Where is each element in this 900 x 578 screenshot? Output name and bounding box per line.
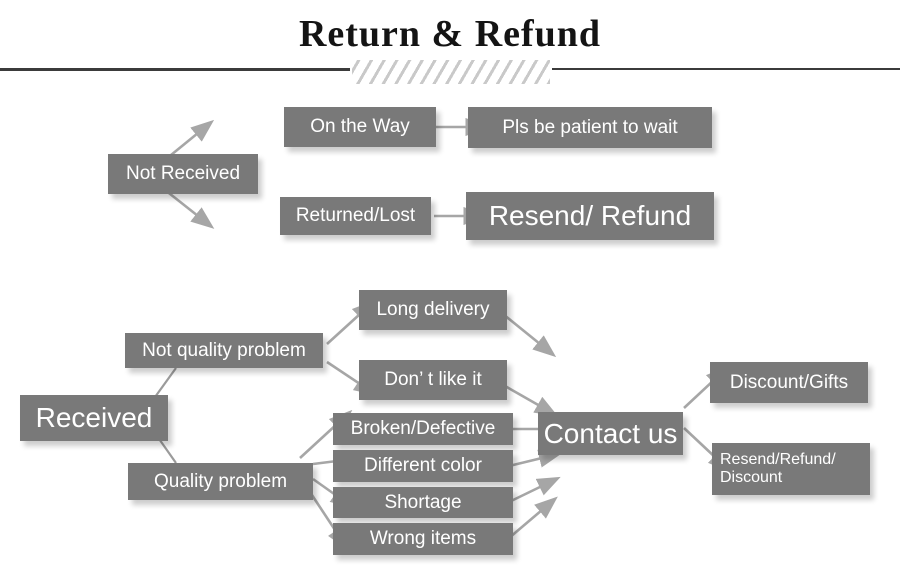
arrow-shortage-contact xyxy=(508,476,561,504)
node-shortage[interactable]: Shortage xyxy=(333,487,513,518)
arrow-contact-resend xyxy=(683,427,732,473)
node-wrong-items[interactable]: Wrong items xyxy=(333,523,513,555)
arrow-contact-discount xyxy=(683,365,730,409)
page-title: Return & Refund xyxy=(298,13,602,55)
divider-rule-right xyxy=(552,68,900,70)
node-resend-refund[interactable]: Resend/ Refund xyxy=(466,192,714,240)
node-discount-gifts[interactable]: Discount/Gifts xyxy=(710,362,868,403)
arrow-wrong-contact xyxy=(508,496,558,539)
node-quality-problem[interactable]: Quality problem xyxy=(128,463,313,500)
node-not-received[interactable]: Not Received xyxy=(108,154,258,194)
node-contact-us[interactable]: Contact us xyxy=(538,412,683,455)
divider-rule-left xyxy=(0,68,350,71)
node-not-quality-problem[interactable]: Not quality problem xyxy=(125,333,323,368)
node-received[interactable]: Received xyxy=(20,395,168,441)
node-on-the-way[interactable]: On the Way xyxy=(284,107,436,147)
flowchart: Not Received On the Way Pls be patient t… xyxy=(0,86,900,578)
arrow-color-contact xyxy=(508,449,563,468)
arrow-notquality-longdelivery xyxy=(326,300,376,345)
node-long-delivery[interactable]: Long delivery xyxy=(359,290,507,330)
node-resend-refund-discount[interactable]: Resend/Refund/ Discount xyxy=(712,443,870,495)
arrow-quality-broken xyxy=(299,409,353,459)
hatched-divider-icon xyxy=(352,60,550,84)
node-pls-be-patient-to-wait[interactable]: Pls be patient to wait xyxy=(468,107,712,148)
node-different-color[interactable]: Different color xyxy=(333,450,513,482)
node-returned-lost[interactable]: Returned/Lost xyxy=(280,197,431,235)
node-dont-like-it[interactable]: Don’ t like it xyxy=(359,360,507,400)
decorative-divider xyxy=(0,60,900,86)
node-broken-defective[interactable]: Broken/Defective xyxy=(333,413,513,445)
arrow-notquality-dontlike xyxy=(326,360,378,396)
